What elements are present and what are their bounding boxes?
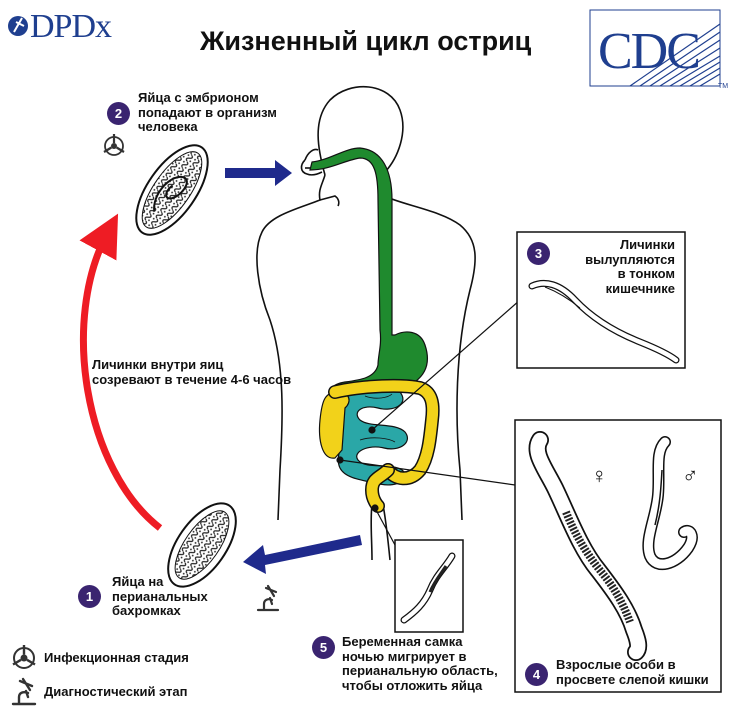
male-symbol: ♂ [682,463,699,488]
stage-4-label: Взрослые особи в просвете слепой кишки [556,657,709,687]
stage-5-label: Беременная самка ночью мигрирует в периа… [342,634,498,693]
microscope-icon [256,584,280,612]
large-intestine [318,378,440,513]
cdc-logo [589,9,721,87]
stage-3-label: Личинки вылупляются в тонком кишечнике [585,237,675,296]
dpdx-logo-icon [8,16,28,36]
legend-infective-stage: Инфекционная стадия [44,650,189,665]
digestive-tract [309,147,428,402]
perianal-egg [167,502,237,588]
gravid-female-box [394,539,464,633]
cdc-trademark: TM [718,83,729,90]
stage-5-badge: 5 [312,636,335,659]
legend-diagnostic-stage: Диагностический этап [44,684,188,699]
maturation-cycle-arrow [79,213,163,531]
maturation-note: Личинки внутри яиц созревают в течение 4… [92,357,292,387]
stage-3-badge: 3 [527,242,550,265]
cdc-logo-text: CDC [598,23,701,80]
legend-biohazard-icon [12,645,36,669]
stage-1-badge: 1 [78,585,101,608]
dpdx-logo: DPDx [30,8,112,45]
embryonated-egg [135,144,209,236]
legend-microscope-icon [11,677,37,706]
female-symbol: ♀ [591,463,608,488]
adult-worms-box [514,419,722,693]
stage-2-label: Яйца с эмбрионом попадают в организм чел… [138,90,277,135]
stage-1-label: Яйца на перианальных бахромках [112,574,208,619]
biohazard-icon [103,134,125,156]
page-title: Жизненный цикл остриц [200,26,532,56]
stage-2-badge: 2 [107,102,130,125]
cdc-logo-text-wrap: CDC [590,10,720,86]
stage-4-badge: 4 [525,663,548,686]
flow-arrows [225,160,362,574]
leader-lines [336,299,521,546]
